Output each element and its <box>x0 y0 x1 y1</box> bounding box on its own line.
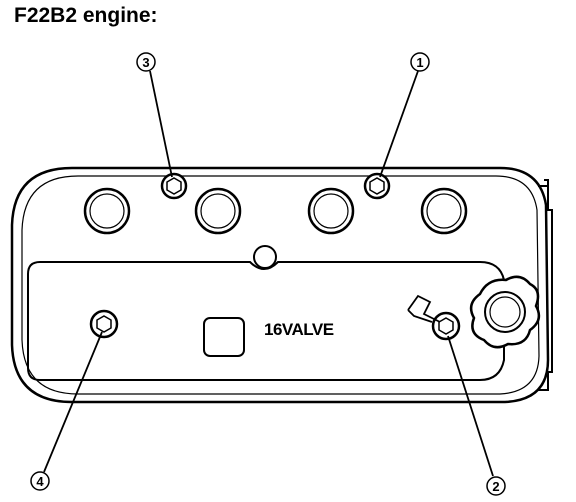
svg-text:3: 3 <box>142 55 149 70</box>
valve-cover-outline <box>10 166 550 404</box>
wire-bracket <box>407 294 441 323</box>
spark-plug-hole <box>307 187 355 235</box>
center-boss <box>253 245 277 269</box>
spark-plug-hole <box>420 187 468 235</box>
svg-text:1: 1 <box>416 55 423 70</box>
cover-plate <box>203 317 245 357</box>
svg-text:2: 2 <box>492 479 499 494</box>
leader-line-2 <box>447 335 494 477</box>
valve-cover-inner-rim <box>21 175 540 395</box>
spark-plug-hole <box>194 187 242 235</box>
leader-line-1 <box>379 70 419 178</box>
cover-bolt-3 <box>160 172 188 200</box>
leader-line-3 <box>149 70 173 178</box>
cover-bolt-1 <box>363 172 391 200</box>
diagram-title: F22B2 engine: <box>14 4 158 27</box>
cover-bolt-2 <box>431 311 461 341</box>
callout-2: 2 <box>486 476 506 496</box>
cover-bolt-4 <box>89 309 119 339</box>
badge-16valve: 16VALVE <box>264 320 334 339</box>
callout-4: 4 <box>30 471 50 491</box>
lower-recessed-panel <box>27 261 505 381</box>
callout-3: 3 <box>136 52 156 72</box>
flange-bracket-top <box>544 179 549 186</box>
oil-filler-cap <box>469 275 541 349</box>
svg-text:4: 4 <box>36 474 44 489</box>
leader-line-4 <box>43 331 103 473</box>
callout-1: 1 <box>410 52 430 72</box>
spark-plug-hole <box>83 187 131 235</box>
